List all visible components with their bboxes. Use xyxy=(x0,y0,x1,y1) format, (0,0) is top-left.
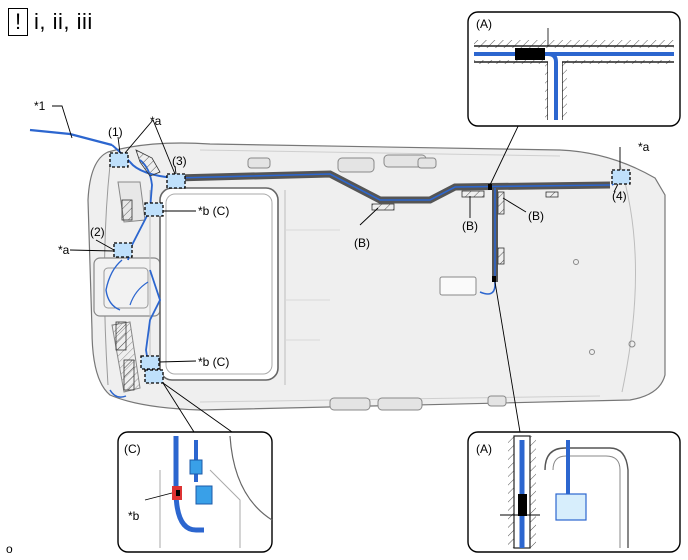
clip-box-c xyxy=(144,369,164,384)
step-list: i, ii, iii xyxy=(34,9,93,34)
label-star-a-right: *a xyxy=(638,140,650,154)
label-position-1: (1) xyxy=(108,125,123,139)
headliner-body xyxy=(87,142,666,411)
inset-c xyxy=(117,431,273,553)
clip-box-b-upper xyxy=(144,202,164,217)
figure-code: o xyxy=(6,542,13,556)
caution-icon: ! xyxy=(8,8,28,36)
clip-box-4 xyxy=(611,169,631,185)
clip-box-3 xyxy=(166,173,186,189)
label-inset-a-top: (A) xyxy=(476,17,492,31)
label-star-b-c-lower: *b (C) xyxy=(198,355,230,369)
label-tape-b-right: (B) xyxy=(528,209,544,223)
step-header: ! i, ii, iii xyxy=(8,8,93,36)
label-inset-a-bottom: (A) xyxy=(476,442,492,456)
label-position-3: (3) xyxy=(172,154,187,168)
leader-lines xyxy=(52,105,621,433)
label-inset-c-star-b: *b xyxy=(128,509,140,523)
label-tape-b-left: (B) xyxy=(354,236,370,250)
label-position-2: (2) xyxy=(90,225,105,239)
label-star-a-top: *a xyxy=(150,114,162,128)
wire-harness xyxy=(29,128,627,398)
clip-box-b-lower xyxy=(140,355,160,370)
label-star-b-c-upper: *b (C) xyxy=(198,204,230,218)
inset-a-top xyxy=(467,11,681,127)
clip-markers xyxy=(109,152,631,384)
clip-box-1 xyxy=(109,152,129,168)
clip-box-2 xyxy=(113,242,133,258)
label-position-4: (4) xyxy=(612,189,627,203)
label-tape-b-mid: (B) xyxy=(462,219,478,233)
inset-a-bottom xyxy=(467,431,681,553)
label-star-a-left: *a xyxy=(58,243,70,257)
label-inset-c: (C) xyxy=(124,442,141,456)
label-star-1: *1 xyxy=(34,99,46,113)
